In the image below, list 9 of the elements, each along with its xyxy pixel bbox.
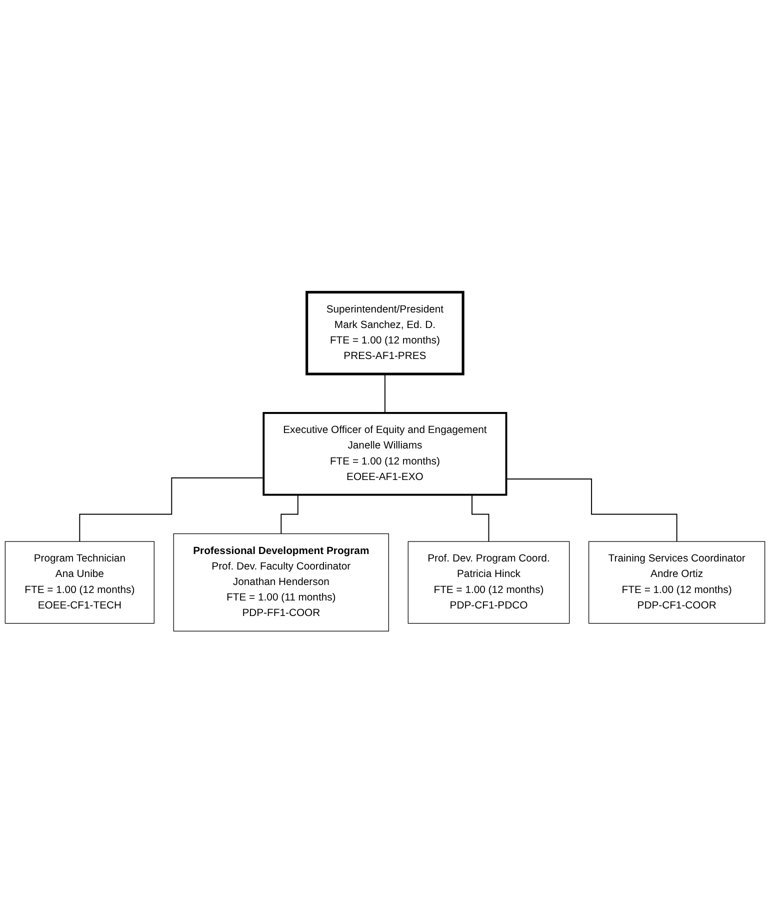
node-box: Training Services Coordinator Andre Ortiz FTE = 1.00 (12 months) PDP-CF1-COOR	[588, 542, 766, 624]
node-box: Executive Officer of Equity and Engagement Janelle Williams FTE = 1.00 (12 months) EOEE-AF1-EXO	[262, 412, 508, 496]
node-box: Prof. Dev. Program Coord. Patricia Hinck FTE = 1.00 (12 months) PDP-CF1-PDCO	[408, 542, 570, 624]
connector	[79, 478, 264, 542]
node-box: Program Technician Ana Unibe FTE = 1.00 (12 months) EOEE-CF1-TECH	[4, 542, 154, 624]
connector	[384, 374, 386, 414]
node-box: Superintendent/President Mark Sanchez, Ed. D. FTE = 1.00 (12 months) PRES-AF1-PRES	[306, 291, 464, 376]
node-box: Professional Development Program Prof. Dev. Faculty Coordinator Jonathan Henderson FTE = 1.00 (11 months) PDP-FF1-COOR	[173, 534, 389, 632]
connector	[506, 478, 678, 542]
